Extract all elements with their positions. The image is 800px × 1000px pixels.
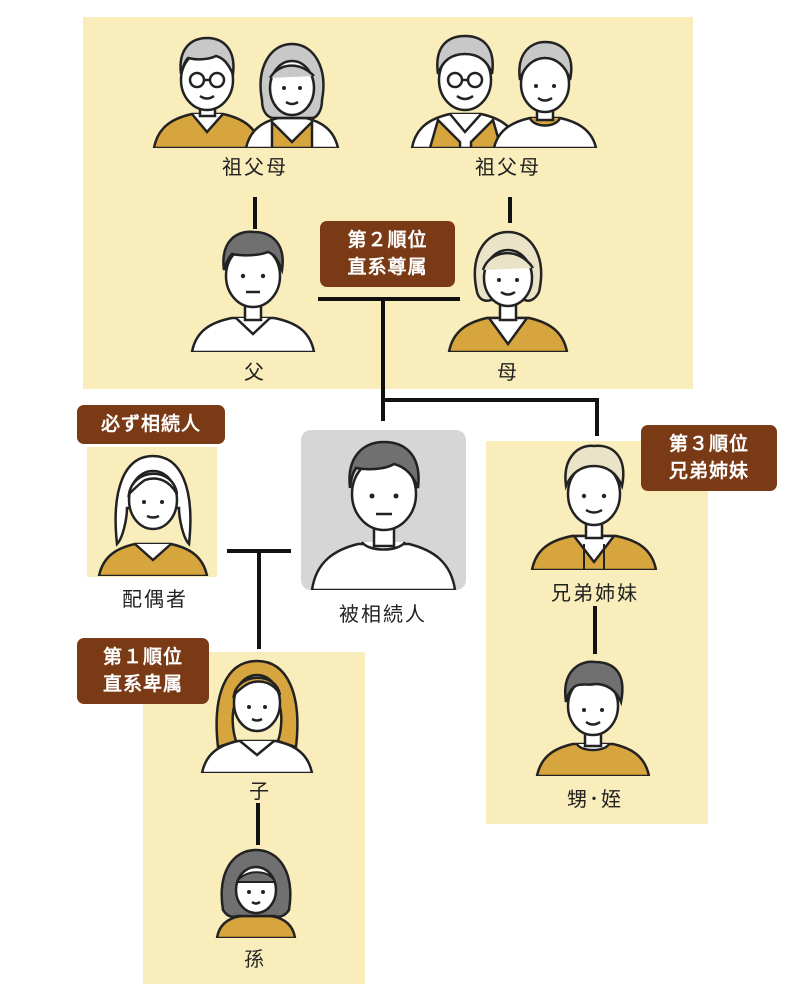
label-child: 子: [249, 779, 271, 803]
connector-parents-bar: [318, 297, 460, 301]
label-nephew-niece: 甥･姪: [567, 787, 623, 811]
badge-rank3-siblings: 第３順位 兄弟姉妹: [641, 425, 777, 491]
grandfather-paternal-illustration: [152, 36, 263, 148]
decedent-card: [301, 430, 466, 590]
label-mother: 母: [497, 360, 519, 384]
badge-rank3-line2: 兄弟姉妹: [668, 460, 749, 482]
grandfather-maternal-illustration: [410, 34, 521, 148]
connector-paternal-grandparents-father: [253, 197, 257, 229]
connector-to-siblings-horizontal: [381, 398, 599, 402]
mother-illustration: [447, 230, 569, 352]
badge-rank2-line1: 第２順位: [347, 229, 428, 251]
connector-child-to-grandchild: [256, 803, 260, 845]
sibling-illustration: [530, 444, 658, 570]
connector-siblings-to-nephew: [593, 606, 597, 654]
label-decedent: 被相続人: [339, 602, 427, 626]
badge-always-line1: 必ず相続人: [100, 413, 201, 435]
connector-parents-to-decedent: [381, 297, 385, 421]
label-spouse: 配偶者: [122, 587, 188, 611]
label-grandparents-paternal: 祖父母: [222, 155, 288, 179]
badge-always-heir: 必ず相続人: [77, 405, 225, 444]
badge-rank1-line1: 第１順位: [102, 646, 183, 668]
label-grandchild: 孫: [244, 947, 266, 971]
badge-rank3-line1: 第３順位: [668, 433, 749, 455]
child-illustration: [200, 659, 314, 773]
label-grandparents-maternal: 祖父母: [475, 155, 541, 179]
connector-to-siblings-vertical: [595, 398, 599, 436]
label-father: 父: [244, 360, 266, 384]
decedent-illustration: [310, 440, 457, 590]
connector-to-child: [257, 549, 261, 649]
connector-maternal-grandparents-mother: [508, 197, 512, 223]
grandmother-paternal-illustration: [244, 42, 340, 148]
badge-rank2-line2: 直系尊属: [347, 256, 428, 278]
father-illustration: [190, 230, 316, 352]
grandmother-maternal-illustration: [492, 40, 598, 148]
badge-rank1-direct-descendants: 第１順位 直系卑属: [77, 638, 209, 704]
spouse-illustration: [97, 454, 209, 576]
badge-rank2-direct-ascendants: 第２順位 直系尊属: [320, 221, 455, 287]
badge-rank1-line2: 直系卑属: [102, 673, 183, 695]
grandchild-illustration: [215, 848, 297, 938]
nephew-niece-illustration: [535, 660, 651, 776]
label-siblings: 兄弟姉妹: [551, 581, 639, 605]
